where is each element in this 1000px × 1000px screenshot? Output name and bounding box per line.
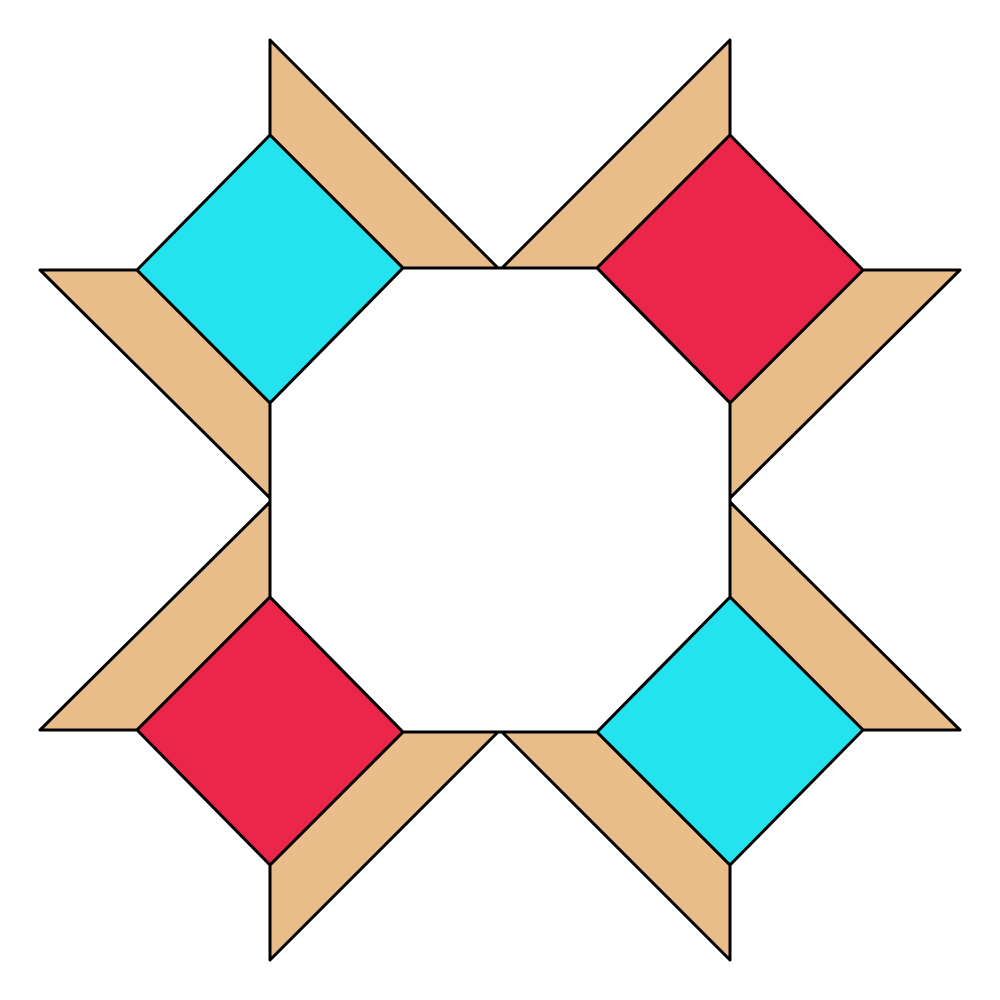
frame-group xyxy=(38,38,962,962)
center-octagon xyxy=(268,266,732,734)
